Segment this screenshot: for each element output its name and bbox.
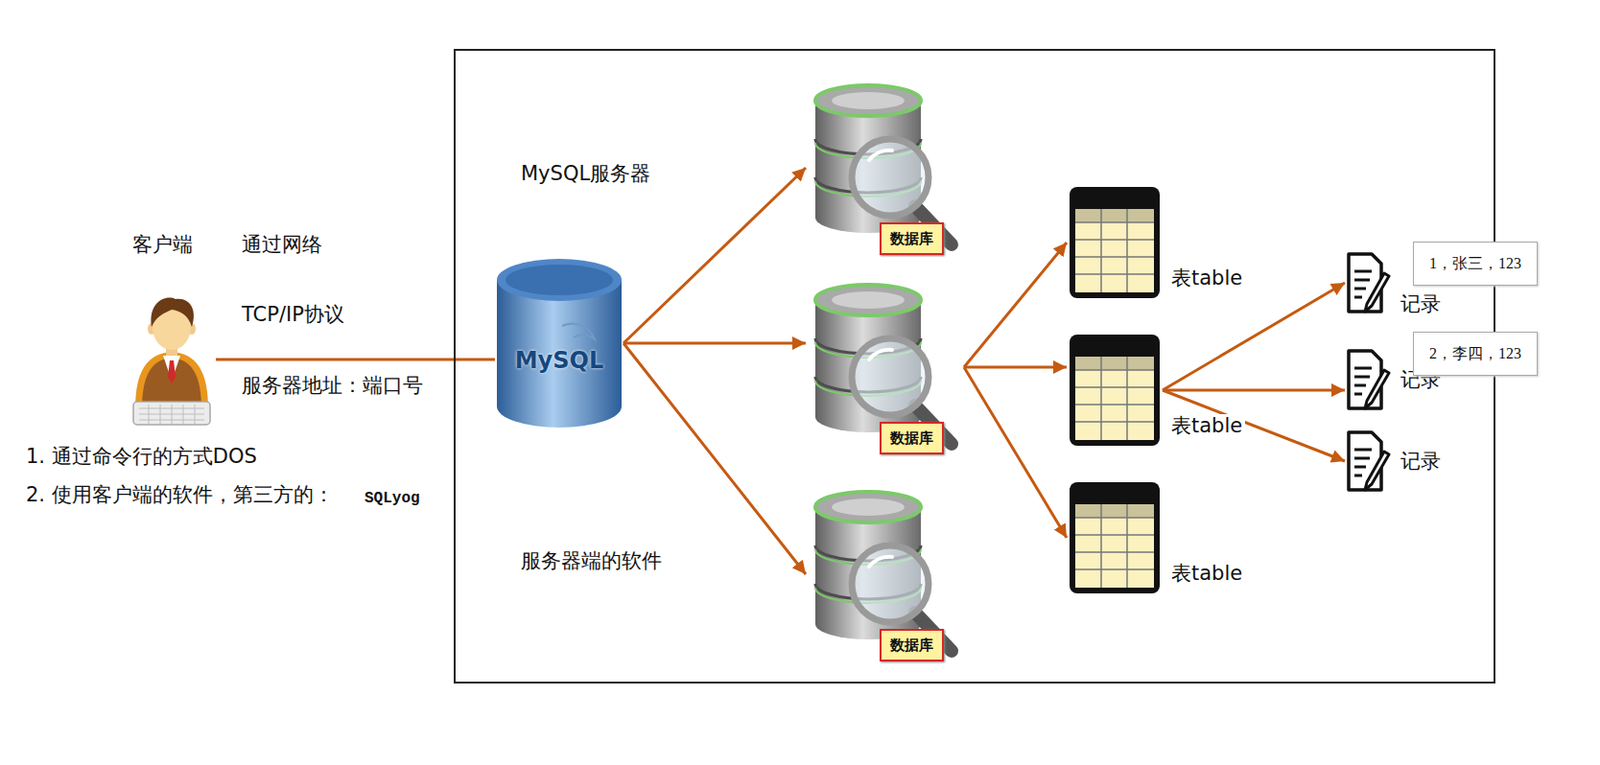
node-label: 数据库 <box>879 422 944 455</box>
record-values: 1，张三，123 <box>1429 254 1522 274</box>
mysql-cylinder-art <box>494 257 624 430</box>
client-person: 客户端 <box>127 290 216 429</box>
node-label: 记录 <box>1398 292 1443 316</box>
record-art <box>1344 428 1391 495</box>
record-data-box: 2，李四，123 <box>1412 331 1538 377</box>
table-icon: 表table <box>1066 479 1163 597</box>
database-icon: 数据库 <box>805 281 965 454</box>
record-values: 2，李四，123 <box>1429 344 1522 364</box>
table-icon: 表table <box>1066 184 1163 302</box>
table-icon: 表table <box>1066 331 1163 449</box>
connector-arrow <box>964 366 1067 370</box>
connector-arrow <box>623 342 806 346</box>
table-icon-art <box>1066 331 1163 449</box>
database-icon: 数据库 <box>805 81 965 255</box>
node-label: 数据库 <box>879 222 944 256</box>
software-name: SQLyog <box>364 487 421 511</box>
method-note: 1. 通过命令行的方式DOS <box>25 445 258 469</box>
node-label: 表table <box>1168 562 1246 586</box>
method-note: 2. 使用客户端的软件，第三方的： <box>25 483 334 507</box>
connector-arrow <box>623 343 806 575</box>
record-data-box: 1，张三，123 <box>1412 241 1538 286</box>
node-label: MySQL <box>494 349 624 373</box>
connector-arrow <box>964 242 1067 368</box>
table-icon-art <box>1066 479 1163 597</box>
frame-heading: MySQL服务器 <box>520 162 651 186</box>
mysql-cylinder: MySQL <box>494 257 624 430</box>
connector-arrow <box>1162 390 1345 462</box>
address-note: 服务器地址：端口号 <box>241 374 424 398</box>
database-icon: 数据库 <box>805 488 965 661</box>
connector-arrow <box>623 167 806 344</box>
connector-arrow <box>1162 282 1345 391</box>
client-person-art <box>127 290 216 429</box>
node-label: 表table <box>1168 414 1246 438</box>
node-label: 表table <box>1168 266 1246 290</box>
node-label: 客户端 <box>132 233 193 257</box>
frame-heading: 服务器端的软件 <box>520 549 662 573</box>
protocol-note: TCP/IP协议 <box>241 303 345 327</box>
record-icon: 记录 <box>1344 428 1443 495</box>
connector-arrow <box>964 367 1067 539</box>
record-art <box>1344 347 1391 413</box>
node-label: 记录 <box>1398 449 1443 473</box>
record-art <box>1344 250 1391 316</box>
connector-arrow <box>1162 389 1345 393</box>
node-label: 数据库 <box>879 629 944 662</box>
server-frame: MySQL服务器服务器端的软件MySQL数据库数据库数据库表table表tabl… <box>453 48 1496 684</box>
network-note: 通过网络 <box>241 233 323 257</box>
table-icon-art <box>1066 184 1163 302</box>
